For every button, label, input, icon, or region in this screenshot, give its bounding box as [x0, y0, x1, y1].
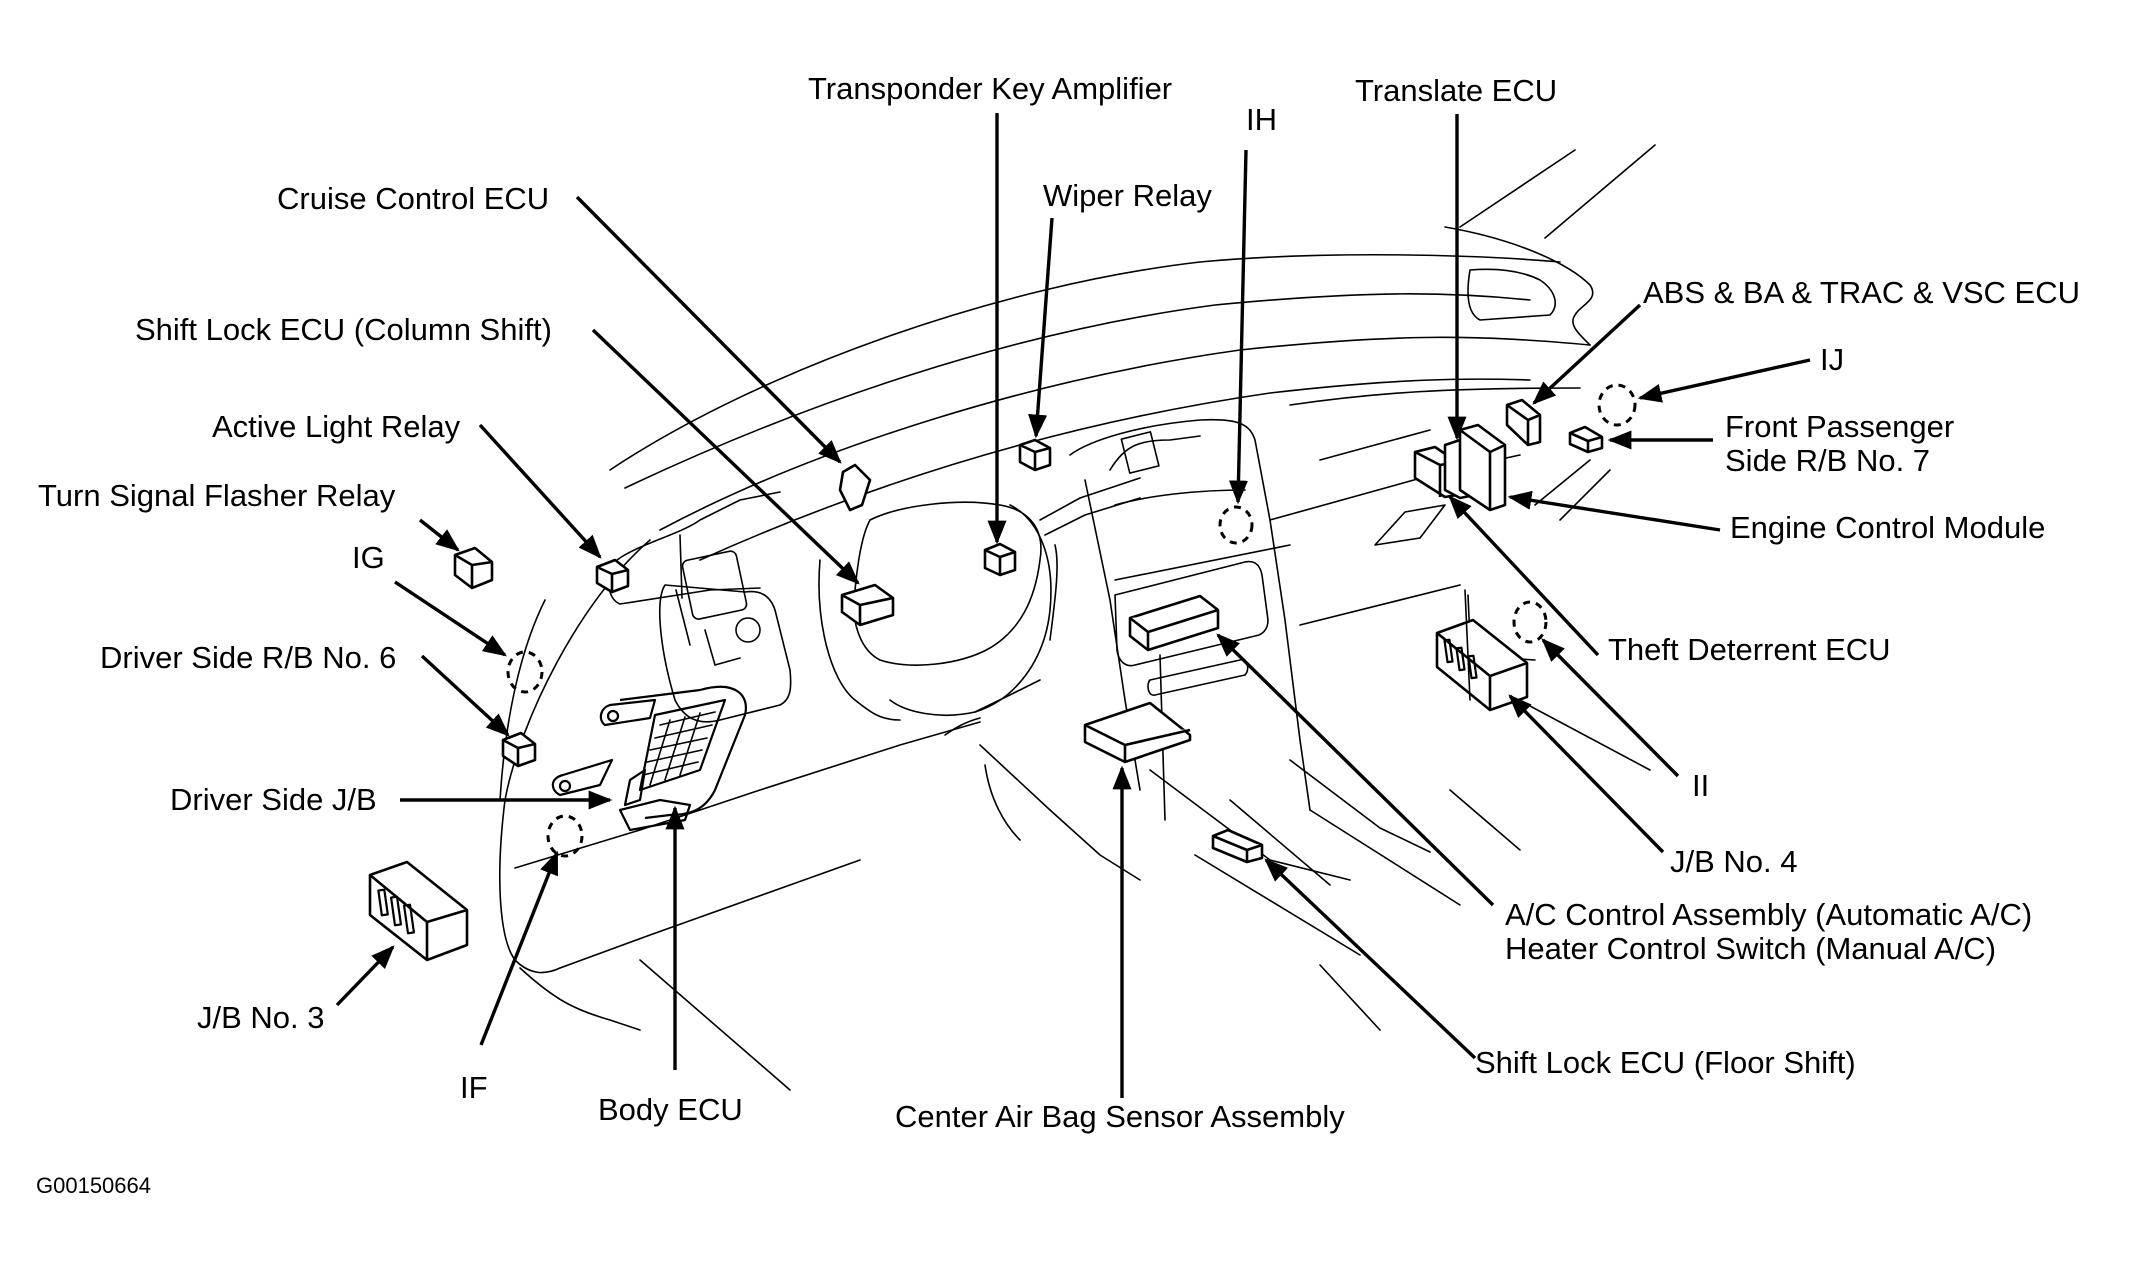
- ecu-cluster-part: [1413, 423, 1507, 512]
- leader-ig: [394, 580, 507, 657]
- label-theft-deterrent-ecu: Theft Deterrent ECU: [1608, 632, 1891, 667]
- label-ac-control-line1: A/C Control Assembly (Automatic A/C): [1505, 897, 2032, 932]
- jb-no4-part: [1435, 618, 1529, 712]
- radio-slot: [1147, 659, 1249, 696]
- leader-ac: [1216, 633, 1495, 907]
- active-light-relay-part: [595, 558, 630, 594]
- abs-ecu-part: [1505, 398, 1542, 447]
- driver-side-jb-part: [551, 685, 748, 832]
- label-turn-signal-flasher-relay: Turn Signal Flasher Relay: [38, 478, 396, 513]
- label-engine-control-module: Engine Control Module: [1730, 510, 2045, 545]
- label-abs-ecu: ABS & BA & TRAC & VSC ECU: [1643, 275, 2080, 310]
- front-passenger-rb7-part: [1568, 425, 1604, 454]
- if-connector-circle: [546, 814, 584, 858]
- shift-lock-floor-part: [1211, 828, 1264, 864]
- transponder-key-amplifier-part: [983, 542, 1017, 577]
- dash-top-edge: [624, 293, 1531, 489]
- label-if: IF: [460, 1070, 488, 1105]
- windshield-edge: [609, 253, 1561, 471]
- components: [368, 383, 1637, 962]
- label-driver-side-jb: Driver Side J/B: [170, 782, 377, 817]
- leader-abs: [1532, 303, 1642, 405]
- leader-jb3: [335, 945, 395, 1007]
- leader-cruise: [575, 195, 842, 464]
- dash-left-arc: [499, 539, 651, 961]
- leader-ecm: [1507, 490, 1721, 532]
- center-airbag-sensor-part: [1083, 701, 1192, 764]
- label-ac-control-line2: Heater Control Switch (Manual A/C): [1505, 931, 1996, 966]
- ih-connector-circle: [1218, 505, 1254, 545]
- center-stack: [1069, 418, 1311, 811]
- right-vent: [1467, 268, 1556, 321]
- label-driver-side-rb6: Driver Side R/B No. 6: [100, 640, 396, 675]
- steering-column: [852, 501, 1042, 666]
- leader-theft: [1448, 495, 1600, 657]
- leader-turn-signal: [418, 518, 460, 552]
- label-ij: IJ: [1820, 342, 1844, 377]
- label-shift-lock-floor: Shift Lock ECU (Floor Shift): [1475, 1045, 1856, 1080]
- label-transponder-key-amplifier: Transponder Key Amplifier: [808, 71, 1172, 106]
- leader-shift-column: [591, 328, 860, 585]
- leader-wiper: [1028, 217, 1054, 439]
- label-wiper-relay: Wiper Relay: [1043, 178, 1212, 213]
- ac-control-assembly-part: [1128, 594, 1220, 652]
- leader-jb4: [1508, 694, 1665, 854]
- shift-lock-column-part: [840, 583, 895, 627]
- leader-if: [479, 850, 559, 1046]
- label-front-passenger-rb-line2: Side R/B No. 7: [1725, 443, 1930, 478]
- gauge-panel: [659, 584, 792, 723]
- label-ig: IG: [352, 540, 385, 575]
- wiper-relay-part: [1018, 438, 1052, 472]
- label-center-airbag-sensor: Center Air Bag Sensor Assembly: [895, 1099, 1345, 1134]
- leader-lines: [335, 113, 1811, 1098]
- leader-ih: [1228, 149, 1249, 505]
- driver-side-rb6-part: [501, 731, 537, 768]
- lower-dash-edge: [514, 721, 981, 869]
- labels: Transponder Key Amplifier IH Translate E…: [36, 71, 2080, 1198]
- label-translate-ecu: Translate ECU: [1355, 73, 1557, 108]
- label-active-light-relay: Active Light Relay: [212, 409, 461, 444]
- cruise-control-ecu-part: [838, 463, 872, 512]
- label-cruise-control-ecu: Cruise Control ECU: [277, 181, 549, 216]
- ii-connector-circle: [1512, 600, 1548, 644]
- leader-active-light: [478, 423, 602, 559]
- label-shift-lock-column: Shift Lock ECU (Column Shift): [135, 312, 552, 347]
- label-jb-no4: J/B No. 4: [1670, 844, 1798, 879]
- jb-no3-part: [368, 860, 469, 962]
- turn-signal-flasher-relay-part: [453, 546, 494, 590]
- dash-brow: [659, 336, 1591, 531]
- label-jb-no3: J/B No. 3: [197, 1000, 325, 1035]
- ig-connector-circle: [506, 650, 544, 694]
- windshield-pillar-right-2: [1544, 144, 1656, 239]
- label-ii: II: [1692, 768, 1709, 803]
- glovebox-handle: [1374, 504, 1446, 546]
- label-body-ecu: Body ECU: [598, 1092, 743, 1127]
- label-ih: IH: [1246, 102, 1277, 137]
- ij-connector-circle: [1597, 383, 1637, 427]
- leader-ij: [1637, 358, 1811, 403]
- windshield-pillar-right: [1459, 149, 1576, 228]
- dashboard-outline: [499, 144, 1656, 1091]
- leader-shift-floor: [1264, 858, 1477, 1060]
- leader-ii: [1541, 638, 1680, 778]
- label-front-passenger-rb-line1: Front Passenger: [1725, 409, 1954, 444]
- figure-id-code: G00150664: [36, 1173, 151, 1198]
- ac-panel-frame: [1114, 560, 1269, 667]
- leader-rb6: [420, 654, 510, 737]
